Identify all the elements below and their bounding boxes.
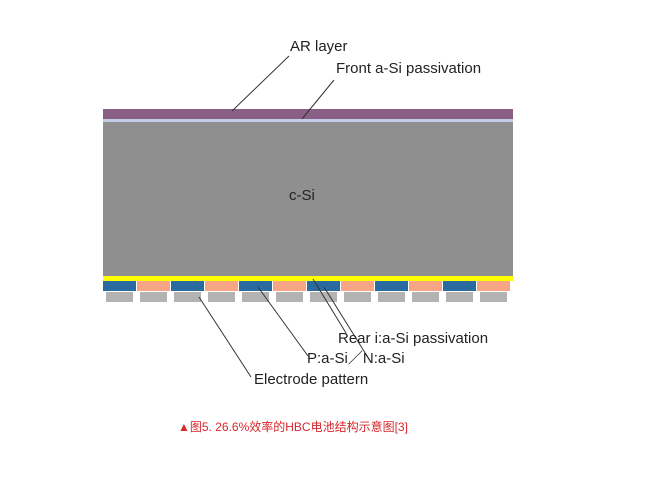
n-a-si-region bbox=[409, 281, 442, 291]
p-a-si-region bbox=[103, 281, 136, 291]
pn-regions bbox=[103, 281, 510, 291]
n-a-si-region bbox=[205, 281, 238, 291]
c-si-label: c-Si bbox=[289, 187, 315, 204]
n-a-si-region bbox=[273, 281, 306, 291]
figure-caption: ▲图5. 26.6%效率的HBC电池结构示意图[3] bbox=[178, 420, 408, 434]
n-a-si-region bbox=[137, 281, 170, 291]
p-a-si-region bbox=[375, 281, 408, 291]
electrode-pattern-label: Electrode pattern bbox=[254, 371, 369, 388]
leader-rear-passivation bbox=[312, 278, 347, 334]
leader-front-passivation bbox=[301, 79, 335, 120]
electrode bbox=[242, 292, 269, 302]
electrode bbox=[140, 292, 167, 302]
electrode bbox=[174, 292, 201, 302]
electrode bbox=[276, 292, 303, 302]
leader-lines bbox=[198, 55, 368, 378]
rear-passivation-layer bbox=[103, 276, 513, 281]
pn-separator: ／ bbox=[347, 350, 363, 367]
electrode bbox=[446, 292, 473, 302]
n-a-si-region bbox=[477, 281, 510, 291]
electrode-pattern bbox=[106, 292, 507, 302]
p-a-si-region bbox=[171, 281, 204, 291]
electrode bbox=[208, 292, 235, 302]
n-a-si-label: N:a-Si bbox=[362, 350, 405, 367]
front-passivation-layer bbox=[103, 119, 513, 122]
leader-ar-layer bbox=[231, 55, 290, 112]
front-passivation-label: Front a-Si passivation bbox=[336, 60, 482, 77]
leader-p-a-si bbox=[257, 286, 309, 357]
ar-layer-label: AR layer bbox=[290, 38, 348, 55]
rear-passivation-label: Rear i:a-Si passivation bbox=[338, 330, 489, 347]
c-si-wafer bbox=[103, 122, 513, 276]
p-a-si-label: P:a-Si bbox=[307, 350, 348, 367]
ar-layer bbox=[103, 109, 513, 119]
pn-label: P:a-Si／N:a-Si bbox=[307, 350, 405, 368]
electrode bbox=[106, 292, 133, 302]
leader-electrode bbox=[198, 296, 252, 378]
electrode bbox=[412, 292, 439, 302]
electrode bbox=[480, 292, 507, 302]
electrode bbox=[344, 292, 371, 302]
p-a-si-region bbox=[307, 281, 340, 291]
leader-n-a-si bbox=[323, 286, 368, 357]
p-a-si-region bbox=[443, 281, 476, 291]
n-a-si-region bbox=[341, 281, 374, 291]
p-a-si-region bbox=[239, 281, 272, 291]
electrode bbox=[378, 292, 405, 302]
